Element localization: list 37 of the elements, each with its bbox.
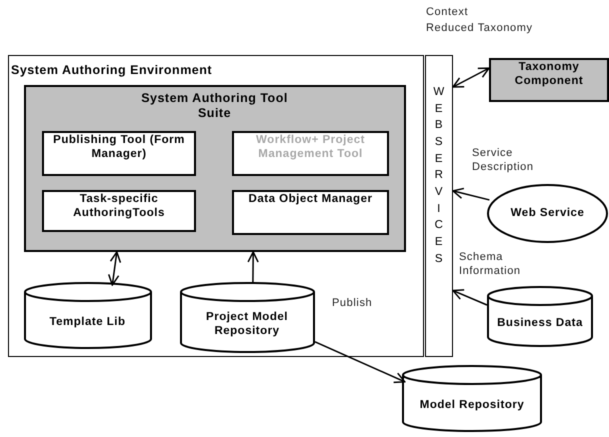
box-label: Task-specific AuthoringTools — [72, 192, 166, 221]
box-label: Data Object Manager — [248, 192, 372, 207]
component-box — [42, 131, 196, 176]
panel-title: System Authoring Tool Suite — [140, 90, 289, 120]
box-label: Taxonomy Component — [514, 60, 584, 89]
database-cylinder — [24, 282, 152, 348]
ellipse-label: Web Service — [510, 206, 584, 220]
database-cylinder — [180, 282, 314, 352]
arrow — [452, 289, 488, 306]
box-label: Workflow+ Project Management Tool — [255, 133, 366, 162]
vertical-label: WEB SERVICES — [433, 85, 445, 267]
component-box — [489, 58, 609, 102]
annotation-text: Context — [426, 6, 468, 20]
arrow — [247, 251, 259, 283]
cylinder-label: Business Data — [497, 317, 583, 331]
service-ellipse — [487, 184, 608, 243]
arrow — [314, 341, 406, 384]
component-box — [232, 190, 389, 235]
annotation-text: Service Description — [472, 147, 535, 174]
component-box — [42, 190, 196, 232]
annotation-text: Reduced Taxonomy — [426, 22, 533, 36]
cylinder-label: Model Repository — [420, 399, 524, 413]
annotation-text: Schema Information — [459, 251, 522, 278]
tool-suite-panel — [24, 84, 406, 252]
environment-frame — [8, 55, 424, 357]
frame-title: System Authoring Environment — [10, 62, 214, 78]
database-cylinder — [402, 366, 542, 432]
arrow — [108, 251, 122, 286]
annotation-text: Publish — [332, 297, 372, 311]
box-label: Publishing Tool (Form Manager) — [52, 133, 186, 162]
web-services-bar — [425, 55, 453, 357]
cylinder-label: Template Lib — [49, 316, 126, 330]
database-cylinder — [487, 287, 593, 347]
arrow — [452, 188, 490, 201]
arrow — [452, 67, 490, 88]
cylinder-label: Project Model Repository — [205, 310, 289, 338]
component-box — [232, 131, 389, 176]
